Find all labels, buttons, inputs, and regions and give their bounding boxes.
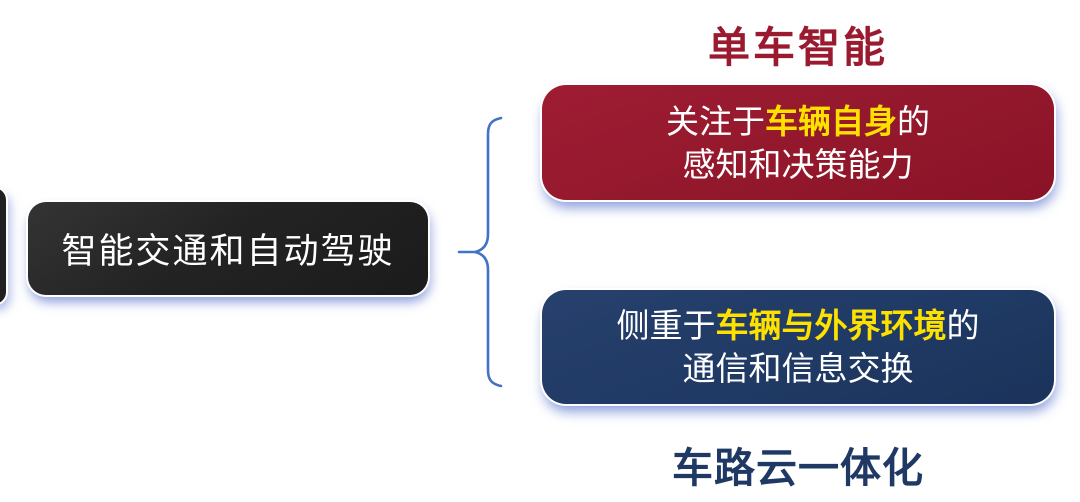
root-node: 智能交通和自动驾驶 [28,202,428,295]
branch-title-vehicle-road-cloud: 车路云一体化 [672,445,924,491]
branch-node-single-vehicle: 关注于车辆自身的 感知和决策能力 [542,85,1054,200]
line1-prefix: 侧重于 [616,307,716,344]
cropped-left-node [0,188,6,304]
line1-suffix: 的 [897,102,930,140]
branch-text-line1: 侧重于车辆与外界环境的 [617,304,980,347]
branch-text-line2: 感知和决策能力 [682,145,914,183]
line1-prefix: 关注于 [666,102,765,140]
line1-suffix: 的 [946,307,980,344]
branch-node-vehicle-road-cloud: 侧重于车辆与外界环境的 通信和信息交换 [542,290,1054,404]
brace-connector-icon [457,116,503,388]
line1-highlight: 车辆自身 [765,102,897,140]
branch-title-single-vehicle: 单车智能 [707,24,888,71]
branch-text-line2: 通信和信息交换 [682,350,914,387]
root-node-label: 智能交通和自动驾驶 [61,232,395,271]
branch-text-line1: 关注于车辆自身的 [666,100,930,143]
line1-highlight: 车辆与外界环境 [715,307,947,344]
